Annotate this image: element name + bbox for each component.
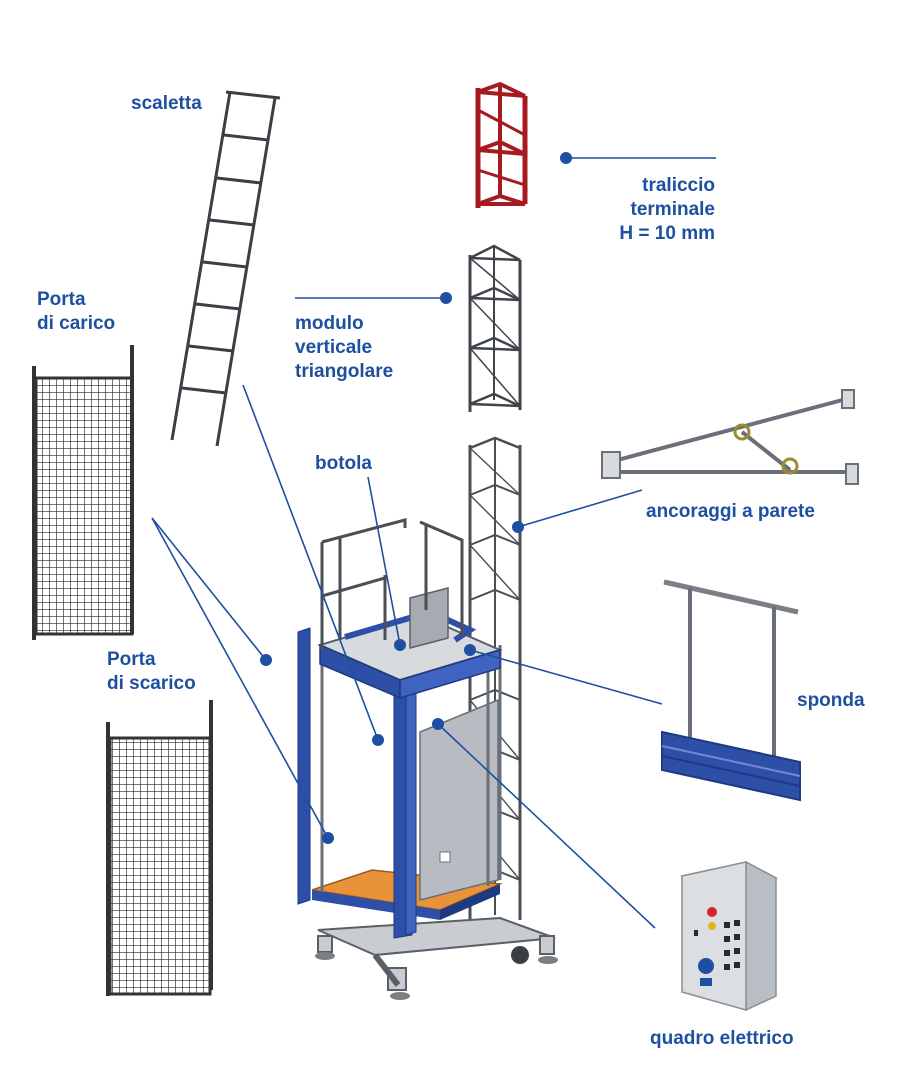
truss-module-icon [468,244,522,412]
label-traliccio-terminale: traliccio terminale H = 10 mm [590,174,715,246]
leader-lines [151,152,716,929]
label-scaletta-text: scaletta [131,93,202,114]
mast-hoist-icon [297,436,558,1000]
label-traliccio-line2: terminale [630,199,715,220]
label-sponda-text: sponda [797,690,865,711]
label-scaletta: scaletta [131,92,202,116]
mesh-gate-icon-unloading [106,700,213,996]
label-sponda: sponda [797,689,865,713]
label-ancoraggi-text: ancoraggi a parete [646,501,815,522]
label-modulo-verticale: modulo verticale triangolare [295,312,393,384]
label-modulo-line1: modulo [295,313,364,334]
label-porta-di-carico: Porta di carico [37,288,115,336]
label-botola: botola [315,452,372,476]
label-modulo-line2: verticale [295,337,373,358]
label-quadro-elettrico: quadro elettrico [650,1027,794,1051]
label-modulo-line3: triangolare [295,361,394,382]
label-botola-text: botola [315,453,372,474]
mesh-gate-icon-loading [32,345,134,640]
label-ancoraggi-a-parete: ancoraggi a parete [646,500,815,524]
label-porta-scarico-line1: Porta [107,649,156,670]
label-traliccio-line1: traliccio [642,175,715,196]
label-porta-carico-line2: di carico [37,313,116,334]
label-porta-carico-line1: Porta [37,289,86,310]
label-traliccio-line3: H = 10 mm [619,223,715,244]
ladder-icon [170,90,281,447]
control-box-icon [679,860,779,1012]
label-quadro-text: quadro elettrico [650,1028,794,1049]
red-truss-icon [475,81,528,208]
wall-anchor-icon [601,389,859,485]
label-porta-scarico-line2: di scarico [107,673,196,694]
label-porta-di-scarico: Porta di scarico [107,648,196,696]
rail-icon [661,579,801,802]
